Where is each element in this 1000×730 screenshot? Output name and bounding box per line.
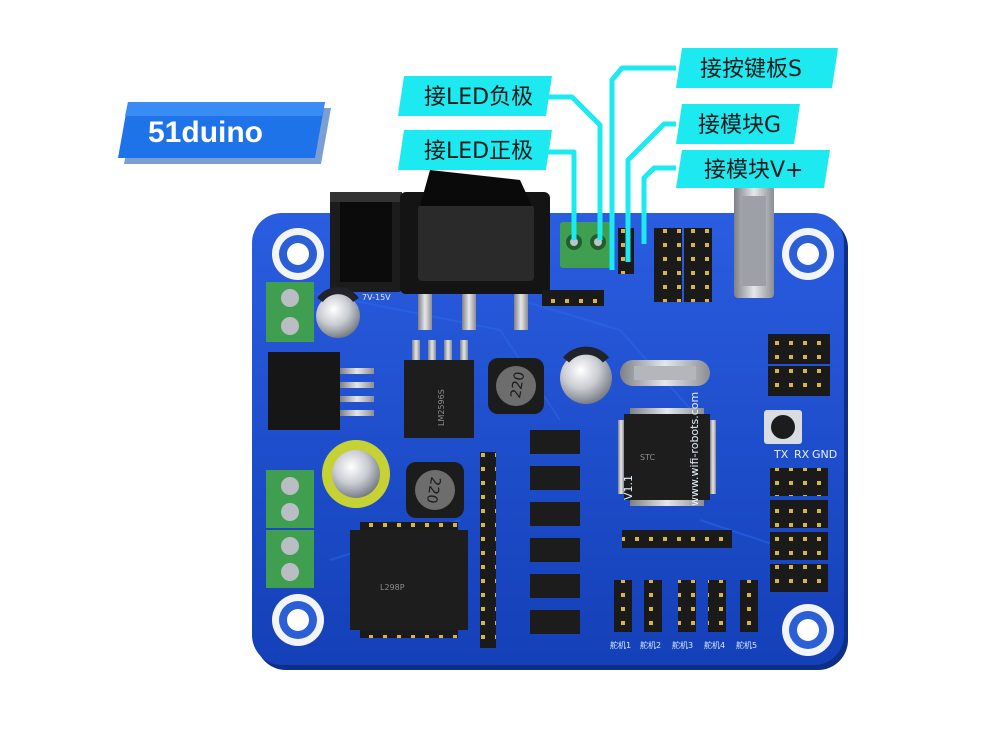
silk-vin: 7V-15V xyxy=(362,293,391,302)
inductor-upper-label: 220 xyxy=(508,370,528,399)
svg-text:接LED负极: 接LED负极 xyxy=(424,85,533,110)
silk-gnd: GND xyxy=(812,448,837,461)
mounting-hole-top-left xyxy=(272,228,324,280)
svg-text:接模块V+: 接模块V+ xyxy=(704,158,803,183)
svg-text:STC: STC xyxy=(640,453,655,462)
silk-servo-4: 舵机4 xyxy=(704,640,725,650)
callout-keypad-s: 接按键板S xyxy=(676,48,838,88)
inductor-lower: 220 xyxy=(406,462,464,518)
callout-module-vplus: 接模块V+ xyxy=(676,150,830,188)
smd-regulator-chip: LM2596S xyxy=(404,340,474,438)
silk-rx: RX xyxy=(794,448,810,461)
pcb-board: LM2596S 220 220 L298P xyxy=(252,170,848,670)
electrolytic-capacitor-3 xyxy=(322,440,390,508)
pin-header-right-2 xyxy=(768,366,830,396)
ir-receiver xyxy=(764,410,802,444)
pin-header-right-1 xyxy=(768,334,830,364)
pin-header-long xyxy=(480,452,496,648)
terminal-block-motor-a xyxy=(266,470,314,528)
pin-header-top-b xyxy=(684,228,712,302)
silk-servo-5: 舵机5 xyxy=(736,640,757,650)
brand-tag: 51duino xyxy=(118,102,331,164)
inductor-upper: 220 xyxy=(488,358,544,414)
terminal-block-motor-b xyxy=(266,530,314,588)
svg-text:接LED正极: 接LED正极 xyxy=(424,139,533,164)
voltage-regulator xyxy=(268,352,374,430)
silk-url: www.wifi-robots.com xyxy=(688,392,701,506)
pin-header-right-6 xyxy=(770,564,828,592)
brand-logo-text: 51duino xyxy=(148,116,263,149)
pin-header-small xyxy=(542,290,604,306)
servo-header-row xyxy=(622,530,732,548)
electrolytic-capacitor-1 xyxy=(316,287,360,338)
mosfet-array xyxy=(530,430,580,634)
pin-header-top-a xyxy=(654,228,682,302)
servo-header-5 xyxy=(740,580,758,632)
svg-text:接按键板S: 接按键板S xyxy=(700,57,802,82)
pin-header-right-3 xyxy=(770,468,828,496)
electrolytic-capacitor-2 xyxy=(560,346,612,404)
terminal-block-power xyxy=(266,282,314,342)
microcontroller-chip: STC xyxy=(618,408,716,506)
crystal-oscillator xyxy=(620,360,710,386)
servo-header-4 xyxy=(708,580,726,632)
silk-version: V1.1 xyxy=(622,475,635,500)
mounting-hole-bottom-right xyxy=(782,604,834,656)
motor-driver-chip: L298P xyxy=(350,522,468,638)
silk-servo-2: 舵机2 xyxy=(640,640,661,650)
inductor-lower-label: 220 xyxy=(423,475,443,504)
svg-text:LM2596S: LM2596S xyxy=(437,389,446,426)
callout-led-negative: 接LED负极 xyxy=(398,76,552,116)
usb-connector xyxy=(734,186,774,298)
servo-header-3 xyxy=(678,580,696,632)
pin-header-right-4 xyxy=(770,500,828,528)
servo-header-2 xyxy=(644,580,662,632)
callout-led-positive: 接LED正极 xyxy=(398,130,552,170)
mounting-hole-top-right xyxy=(782,228,834,280)
silk-servo-3: 舵机3 xyxy=(672,640,693,650)
dc-power-jack xyxy=(330,192,402,292)
rocker-switch xyxy=(400,170,550,330)
servo-header-1 xyxy=(614,580,632,632)
callout-leader-lines xyxy=(545,65,676,270)
led-terminal-block xyxy=(560,222,612,268)
silk-tx: TX xyxy=(773,448,789,461)
callout-module-g: 接模块G xyxy=(676,104,800,144)
svg-text:L298P: L298P xyxy=(380,583,405,592)
mounting-hole-bottom-left xyxy=(272,594,324,646)
silk-servo-1: 舵机1 xyxy=(610,640,631,650)
svg-text:接模块G: 接模块G xyxy=(698,113,781,138)
pin-header-right-5 xyxy=(770,532,828,560)
